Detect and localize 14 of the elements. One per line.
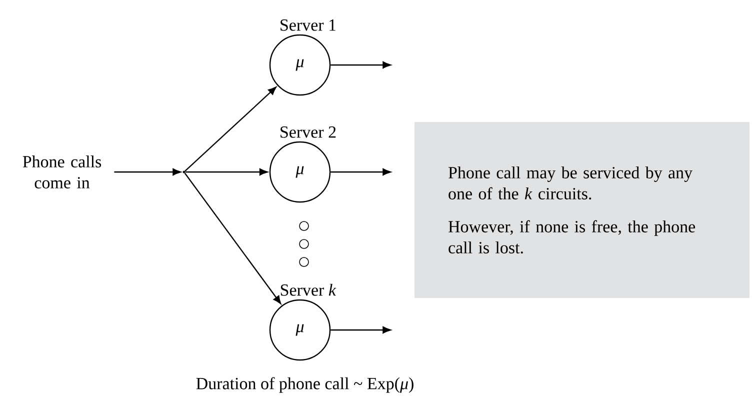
caption-text: Duration of phone call ~ Exp(μ)	[196, 377, 414, 393]
server-label: Server 1	[280, 19, 336, 31]
server-label: Server 2	[280, 126, 336, 138]
arrow	[114, 168, 181, 176]
note-box: Phone call may be serviced by any one of the k circuits. However, if none is free, the phone call is lost.	[414, 122, 750, 298]
server-label: Server k	[280, 284, 336, 296]
arrow	[330, 326, 391, 334]
arrow	[330, 168, 391, 176]
arrow	[330, 61, 391, 69]
arrow	[184, 86, 276, 172]
arrow	[185, 168, 268, 176]
arrow	[184, 172, 282, 304]
junction-point	[182, 170, 186, 174]
input-text: Phone calls come in	[22, 156, 102, 188]
